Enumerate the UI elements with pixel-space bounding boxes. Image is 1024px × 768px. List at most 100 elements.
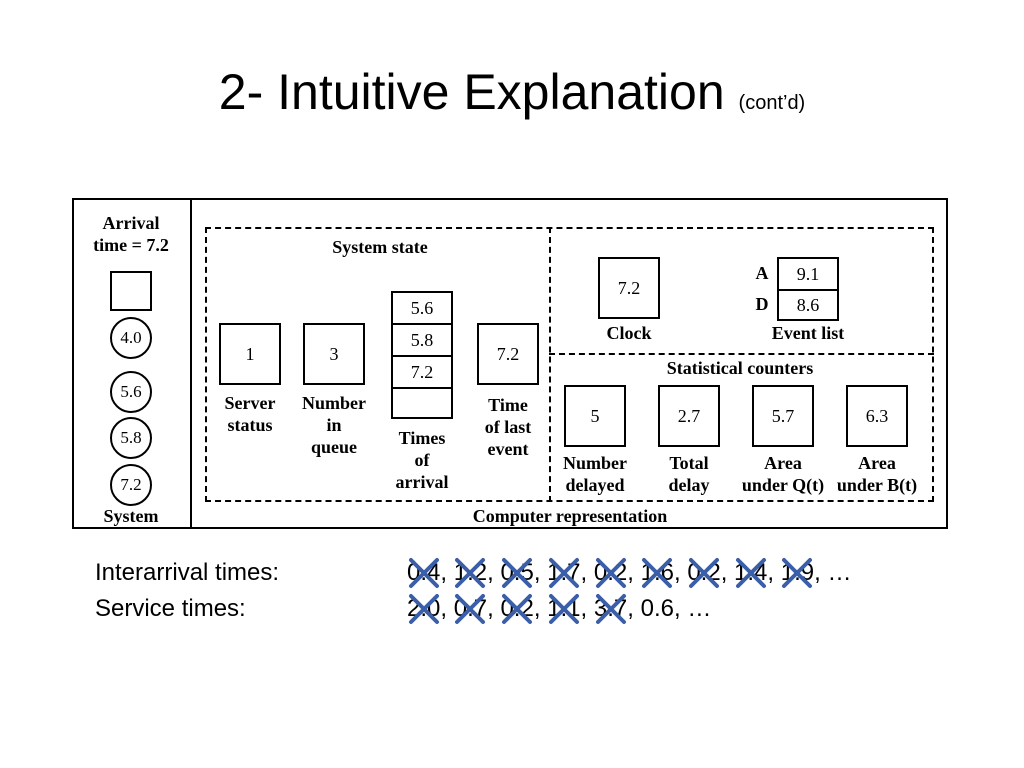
arrival-label-line1: Arrival [102, 213, 160, 233]
service-value: 3.7 [594, 591, 627, 627]
server-box [110, 271, 152, 311]
counter-label: Total delay [649, 452, 729, 496]
cross-mark-icon [408, 594, 439, 624]
service-value: 0.7 [454, 591, 487, 627]
cross-mark-icon [642, 558, 673, 588]
system-label: System [103, 506, 159, 526]
service-values: 2.0, 0.7, 0.2, 1.1, 3.7, 0.6, … [407, 591, 711, 627]
arrival-time-cell: 5.6 [391, 291, 453, 325]
statistical-counters-label: Statistical counters [666, 358, 814, 378]
interarrival-label: Interarrival times: [95, 559, 280, 586]
title-main: 2- Intuitive Explanation [218, 64, 725, 120]
counter-label-2: under B(t) [836, 475, 918, 495]
page-title: 2- Intuitive Explanation (cont’d) [0, 62, 1024, 133]
title-sub: (cont’d) [738, 92, 806, 114]
number-in-queue-box: 3 [303, 323, 365, 385]
counter-label: Number delayed [555, 452, 635, 496]
counter-box: 5 [564, 385, 626, 447]
times-of-arrival-label-2: of [414, 450, 430, 470]
times-of-arrival-label: Times of arrival [382, 427, 462, 493]
counter-box: 2.7 [658, 385, 720, 447]
time-of-last-event-label-3: event [487, 439, 529, 459]
cross-mark-icon [548, 558, 579, 588]
interarrival-value: … [827, 559, 852, 586]
interarrival-value: 1.4 [734, 555, 767, 591]
queue-circle: 4.0 [110, 317, 152, 359]
interarrival-value: 0.5 [500, 555, 534, 591]
queue-circle: 5.6 [110, 371, 152, 413]
counter-label-1: Number [563, 453, 627, 473]
clock-box: 7.2 [598, 257, 660, 319]
interarrival-value: 0.4 [407, 555, 440, 591]
cross-mark-icon [689, 558, 719, 588]
clock-label: Clock [606, 323, 652, 343]
server-status-box: 1 [219, 323, 281, 385]
cross-mark-icon [782, 558, 813, 588]
counter-box: 5.7 [752, 385, 814, 447]
event-list-a-box: 9.1 [777, 257, 839, 291]
interarrival-value: 0.2 [594, 555, 627, 591]
diagram-frame [72, 198, 948, 529]
interarrival-value: 1.7 [547, 555, 581, 591]
state-divider [549, 227, 551, 502]
counter-label-1: Area [858, 453, 896, 473]
interarrival-value: 1.6 [641, 555, 674, 591]
number-in-queue-label-2: in [326, 415, 342, 435]
counter-label-2: under Q(t) [741, 475, 825, 495]
event-list-d-label: D [755, 294, 769, 314]
computer-representation-label: Computer representation [472, 506, 668, 526]
queue-circle: 5.8 [110, 417, 152, 459]
server-status-label-2: status [227, 415, 273, 435]
service-value: 2.0 [407, 591, 440, 627]
counter-label-1: Total [669, 453, 709, 473]
number-in-queue-label: Number in queue [294, 392, 374, 458]
time-of-last-event-label: Time of last event [468, 394, 548, 460]
service-value: 1.1 [547, 591, 581, 627]
service-value: 0.2 [500, 591, 534, 627]
counter-box: 6.3 [846, 385, 908, 447]
interarrival-value: 1.2 [454, 555, 487, 591]
counter-label-1: Area [764, 453, 802, 473]
time-of-last-event-box: 7.2 [477, 323, 539, 385]
cross-mark-icon [595, 558, 626, 588]
cross-mark-icon [735, 558, 766, 588]
server-status-label-1: Server [224, 393, 276, 413]
server-status-label: Server status [210, 392, 290, 436]
event-list-d-box: 8.6 [777, 289, 839, 321]
number-in-queue-label-1: Number [302, 393, 366, 413]
time-of-last-event-label-2: of last [484, 417, 532, 437]
service-value: 0.6 [640, 595, 674, 622]
cross-mark-icon [548, 594, 579, 624]
cross-mark-icon [595, 594, 626, 624]
times-of-arrival-label-3: arrival [395, 472, 449, 492]
time-of-last-event-label-1: Time [488, 395, 528, 415]
interarrival-values: 0.4, 1.2, 0.5, 1.7, 0.2, 1.6, 0.2, 1.4, … [407, 555, 851, 591]
counter-label: Area under Q(t) [733, 452, 833, 496]
counter-label: Area under B(t) [827, 452, 927, 496]
queue-circle: 7.2 [110, 464, 152, 506]
event-list-label: Event list [771, 323, 845, 343]
cross-mark-icon [502, 558, 533, 588]
arrival-time-cell: 5.8 [391, 323, 453, 357]
arrival-label-line2: time = 7.2 [93, 235, 169, 255]
interarrival-value: 0.2 [687, 555, 721, 591]
cross-mark-icon [502, 594, 533, 624]
counter-label-2: delayed [565, 475, 625, 495]
service-value: … [687, 595, 712, 622]
cross-mark-icon [455, 558, 486, 588]
system-state-label: System state [332, 237, 428, 257]
arrival-time-cell [391, 387, 453, 419]
interarrival-value: 1.9 [781, 555, 814, 591]
cross-mark-icon [408, 558, 439, 588]
arrival-label: Arrival time = 7.2 [76, 212, 186, 256]
cross-mark-icon [455, 594, 486, 624]
arrival-time-cell: 7.2 [391, 355, 453, 389]
counters-divider [549, 353, 934, 355]
times-of-arrival-label-1: Times [398, 428, 446, 448]
number-in-queue-label-3: queue [310, 437, 357, 457]
event-list-a-label: A [755, 263, 769, 283]
counter-label-2: delay [668, 475, 710, 495]
system-divider [190, 198, 192, 529]
service-label: Service times: [95, 595, 246, 622]
computer-representation-region [205, 227, 934, 502]
